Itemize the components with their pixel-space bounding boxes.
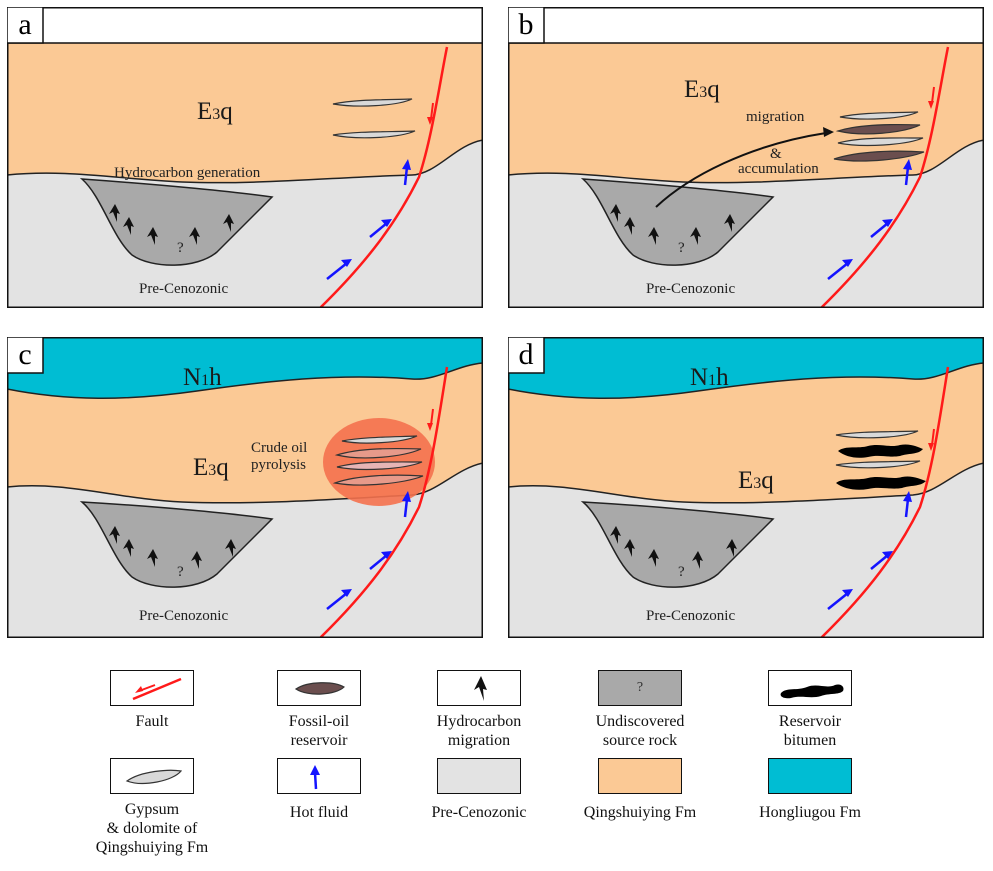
legend-gypsum-line-3: Qingshuiying Fm: [95, 839, 209, 856]
question-mark: ?: [177, 564, 184, 580]
hot-fluid-arrows: [827, 491, 912, 610]
legend-pre-cenozoic-swatch: [437, 758, 521, 794]
legend-hot-fluid-swatch: [277, 758, 361, 794]
hot-fluid-arrows: [827, 159, 912, 280]
basement-label: Pre-Cenozonic: [646, 608, 736, 624]
formation-label: E3q: [738, 467, 774, 494]
source-rock: [79, 501, 274, 588]
panel-b: b E3q migration & accumulation ? Pre-Cen…: [508, 7, 984, 308]
basement-label: Pre-Cenozonic: [139, 281, 229, 297]
legend-hc-migration-line-1: Hydrocarbon: [436, 713, 522, 730]
legend-pre-cenozoic-label: Pre-Cenozonic: [431, 804, 527, 821]
fault-slip-arrow: [427, 102, 434, 125]
legend-qingshuiying-label: Qingshuiying Fm: [583, 804, 697, 821]
legend-hc-migration-line-2: migration: [447, 732, 511, 749]
hydrocarbon-migration-arrows: [109, 204, 234, 245]
legend-qingshuiying-swatch: [598, 758, 682, 794]
fault-slip-arrow: [427, 408, 434, 431]
legend-source-rock-line-2: source rock: [602, 732, 678, 749]
panel-label: d: [518, 338, 534, 371]
hot-fluid-arrows: [326, 159, 411, 280]
hydrocarbon-migration-arrows: [610, 526, 737, 569]
hot-fluid-icon: [310, 765, 320, 790]
source-rock-question-mark: ?: [636, 680, 644, 695]
legend-bitumen-line-1: Reservoir: [778, 713, 842, 730]
fault-icon: [132, 677, 182, 701]
source-rock: [580, 178, 775, 266]
gypsum-lenses: [332, 98, 416, 139]
legend-fault-swatch: [110, 670, 194, 706]
pyrolysis-label-1: Crude oil: [251, 440, 308, 456]
hydrocarbon-migration-arrows: [109, 526, 236, 569]
panel-label: b: [518, 8, 534, 41]
legend-fossil-oil-line-1: Fossil-oil: [288, 713, 350, 730]
panel-d-diagram: [508, 337, 984, 638]
question-mark: ?: [678, 564, 685, 580]
panel-a: a E3q Hydrocarbon generation ? Pre-Cenoz…: [7, 7, 483, 308]
formation-label: E3q: [197, 98, 233, 125]
legend-gypsum-label: Gypsum & dolomite of Qingshuiying Fm: [72, 800, 232, 857]
panel-label: a: [18, 8, 32, 41]
formation-label: E3q: [193, 454, 229, 481]
hydrocarbon-migration-arrows: [610, 204, 735, 245]
legend-source-rock-label: Undiscovered source rock: [560, 712, 720, 750]
fault-line: [319, 46, 449, 308]
legend-fossil-oil-line-2: reservoir: [290, 732, 348, 749]
fault-line: [820, 366, 950, 638]
fault-slip-arrow: [928, 86, 935, 109]
basement-label: Pre-Cenozonic: [139, 608, 229, 624]
migration-label: migration: [746, 109, 805, 125]
legend-bitumen-line-2: bitumen: [783, 732, 837, 749]
legend-gypsum-line-1: Gypsum: [124, 801, 180, 818]
fossil-oil-reservoirs: [833, 111, 925, 162]
fault-line: [820, 46, 950, 308]
fault-line: [319, 366, 449, 638]
gypsum-icon: [125, 769, 183, 784]
generation-label: Hydrocarbon generation: [114, 165, 261, 181]
source-rock: [79, 178, 274, 266]
pyrolysis-reservoirs: [332, 435, 424, 486]
ampersand-label: &: [770, 146, 782, 162]
legend-hot-fluid-label: Hot fluid: [289, 804, 349, 821]
legend-gypsum-line-2: & dolomite of: [106, 820, 198, 837]
hydrocarbon-migration-icon: [474, 676, 487, 701]
bitumen-icon: [780, 684, 844, 699]
panel-a-diagram: [7, 7, 483, 308]
top-formation-label: N1h: [183, 364, 222, 391]
hot-fluid-arrows: [326, 491, 411, 610]
legend-hongliugou-label: Hongliugou Fm: [759, 804, 861, 821]
fault-slip-arrow: [928, 428, 935, 451]
panel-c: c N1h E3q Crude oil pyrolysis ? Pre-Ceno…: [7, 337, 483, 638]
source-rock: [580, 501, 775, 588]
legend-fault-label: Fault: [135, 713, 169, 730]
formation-label: E3q: [684, 76, 720, 103]
legend-fossil-oil-label: Fossil-oil reservoir: [239, 712, 399, 750]
pyrolysis-label-2: pyrolysis: [251, 457, 307, 473]
legend-hc-migration-label: Hydrocarbon migration: [399, 712, 559, 750]
basement-label: Pre-Cenozonic: [646, 281, 736, 297]
bitumen-reservoirs: [835, 430, 926, 490]
accumulation-label: accumulation: [738, 161, 819, 177]
legend-hongliugou-swatch: [768, 758, 852, 794]
top-formation-label: N1h: [690, 364, 729, 391]
legend-bitumen-label: Reservoir bitumen: [730, 712, 890, 750]
legend-gypsum-swatch: [110, 758, 194, 794]
migration-path-arrow: [655, 127, 834, 208]
legend-fossil-oil-swatch: [277, 670, 361, 706]
panel-label: c: [18, 338, 32, 371]
question-mark: ?: [177, 240, 184, 256]
legend-source-rock-line-1: Undiscovered: [595, 713, 685, 730]
fossil-oil-icon: [294, 682, 345, 695]
panel-d: d N1h E3q ? Pre-Cenozonic: [508, 337, 984, 638]
question-mark: ?: [678, 240, 685, 256]
panel-c-diagram: [7, 337, 483, 638]
legend-bitumen-swatch: [768, 670, 852, 706]
legend-hc-migration-swatch: [437, 670, 521, 706]
legend-source-rock-swatch: ?: [598, 670, 682, 706]
panel-b-diagram: [508, 7, 984, 308]
